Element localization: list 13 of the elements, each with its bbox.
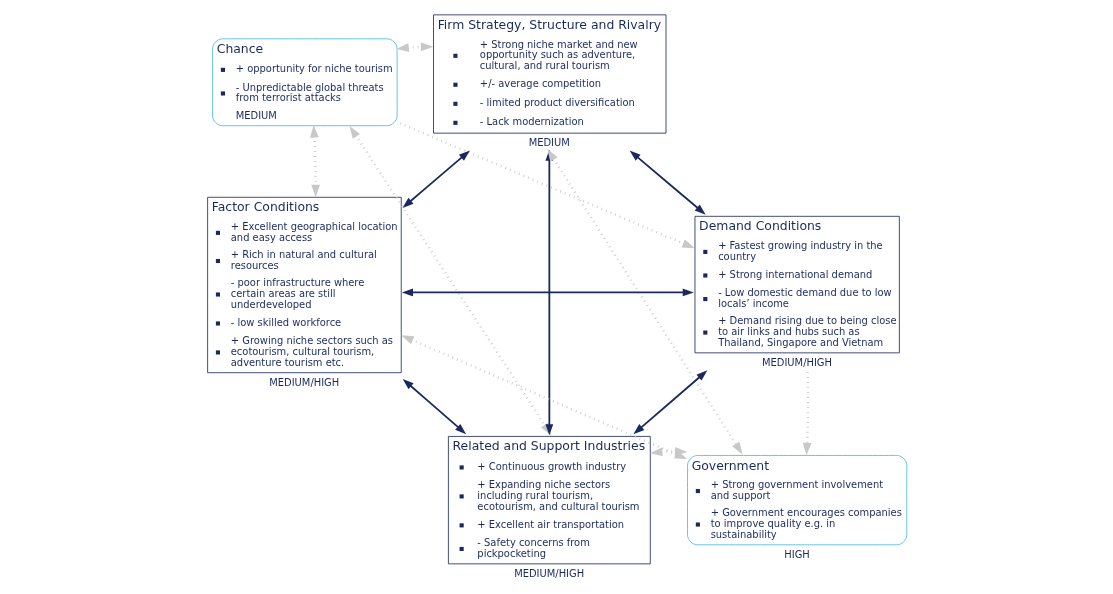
arrow <box>402 378 466 435</box>
arrow <box>399 122 695 249</box>
node-label: MEDIUM/HIGH <box>268 376 339 388</box>
node-label: MEDIUM <box>528 137 570 149</box>
arrow <box>802 372 811 456</box>
arrow <box>632 370 707 435</box>
node-label: MEDIUM/HIGH <box>513 567 584 579</box>
node-label: MEDIUM/HIGH <box>761 356 832 368</box>
node-label: HIGH <box>783 548 810 560</box>
arrow <box>401 288 694 297</box>
arrow <box>629 150 706 215</box>
arrow <box>309 125 320 198</box>
arrow <box>402 150 470 208</box>
